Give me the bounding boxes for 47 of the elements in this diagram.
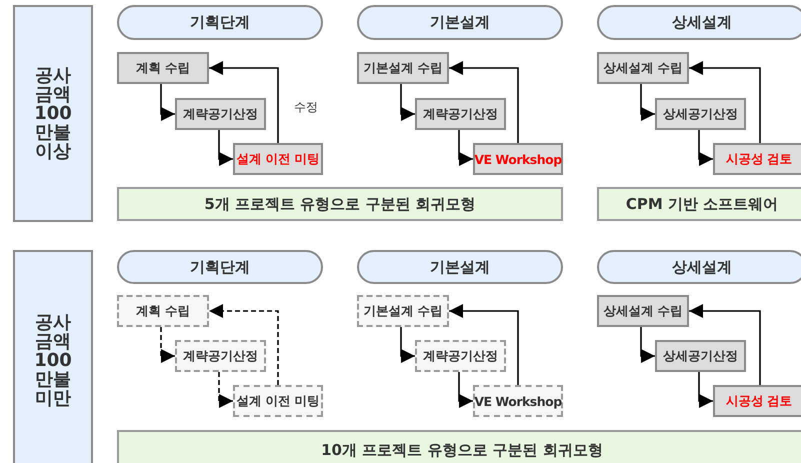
process-box: 계획 수립 (117, 52, 209, 84)
stage-pill: 기본설계 (357, 5, 563, 40)
arrow (640, 327, 655, 363)
process-box: 계략공기산정 (175, 98, 266, 130)
stage-pill: 상세설계 (597, 250, 801, 284)
process-box: VE Workshop (473, 143, 563, 175)
side-panel: 공사 금액 100 만불 이상 (13, 5, 93, 222)
process-box: 계획 수립 (117, 295, 209, 327)
arrow (458, 130, 473, 166)
process-box: VE Workshop (473, 385, 563, 417)
arrow (218, 130, 233, 166)
arrow (209, 304, 279, 385)
process-box: 상세설계 수립 (597, 52, 689, 84)
arrow (160, 327, 175, 363)
process-box: 설계 이전 미팅 (233, 143, 323, 175)
process-box: 계략공기산정 (175, 340, 266, 372)
process-box: 시공성 검토 (713, 143, 801, 175)
arrow (449, 61, 519, 143)
arrow (400, 327, 415, 363)
arrow (160, 84, 175, 121)
arrow (209, 61, 279, 143)
process-box: 상세공기산정 (655, 340, 746, 372)
process-box: 상세설계 수립 (597, 295, 689, 327)
stage-pill: 상세설계 (597, 5, 801, 40)
side-panel: 공사 금액 100 만불 미만 (13, 250, 93, 463)
process-box: 상세공기산정 (655, 98, 746, 130)
arrow (689, 61, 761, 143)
arrow (698, 130, 713, 166)
arrow (218, 372, 233, 408)
process-box: 계략공기산정 (415, 340, 506, 372)
arrow (400, 84, 415, 121)
process-box: 설계 이전 미팅 (233, 385, 323, 417)
process-box: 기본설계 수립 (357, 52, 449, 84)
method-band: CPM 기반 소프트웨어 (597, 187, 801, 221)
process-box: 기본설계 수립 (357, 295, 449, 327)
process-box: 계략공기산정 (415, 98, 506, 130)
arrow (689, 304, 761, 385)
arrow (458, 372, 473, 408)
process-box: 시공성 검토 (713, 385, 801, 417)
method-band: 10개 프로젝트 유형으로 구분된 회귀모형 (117, 430, 801, 463)
stage-pill: 기획단계 (117, 5, 323, 40)
method-band: 5개 프로젝트 유형으로 구분된 회귀모형 (117, 187, 563, 221)
arrow (698, 372, 713, 408)
arrow (640, 84, 655, 121)
stage-pill: 기획단계 (117, 250, 323, 284)
stage-pill: 기본설계 (357, 250, 563, 284)
arrow (449, 304, 519, 385)
